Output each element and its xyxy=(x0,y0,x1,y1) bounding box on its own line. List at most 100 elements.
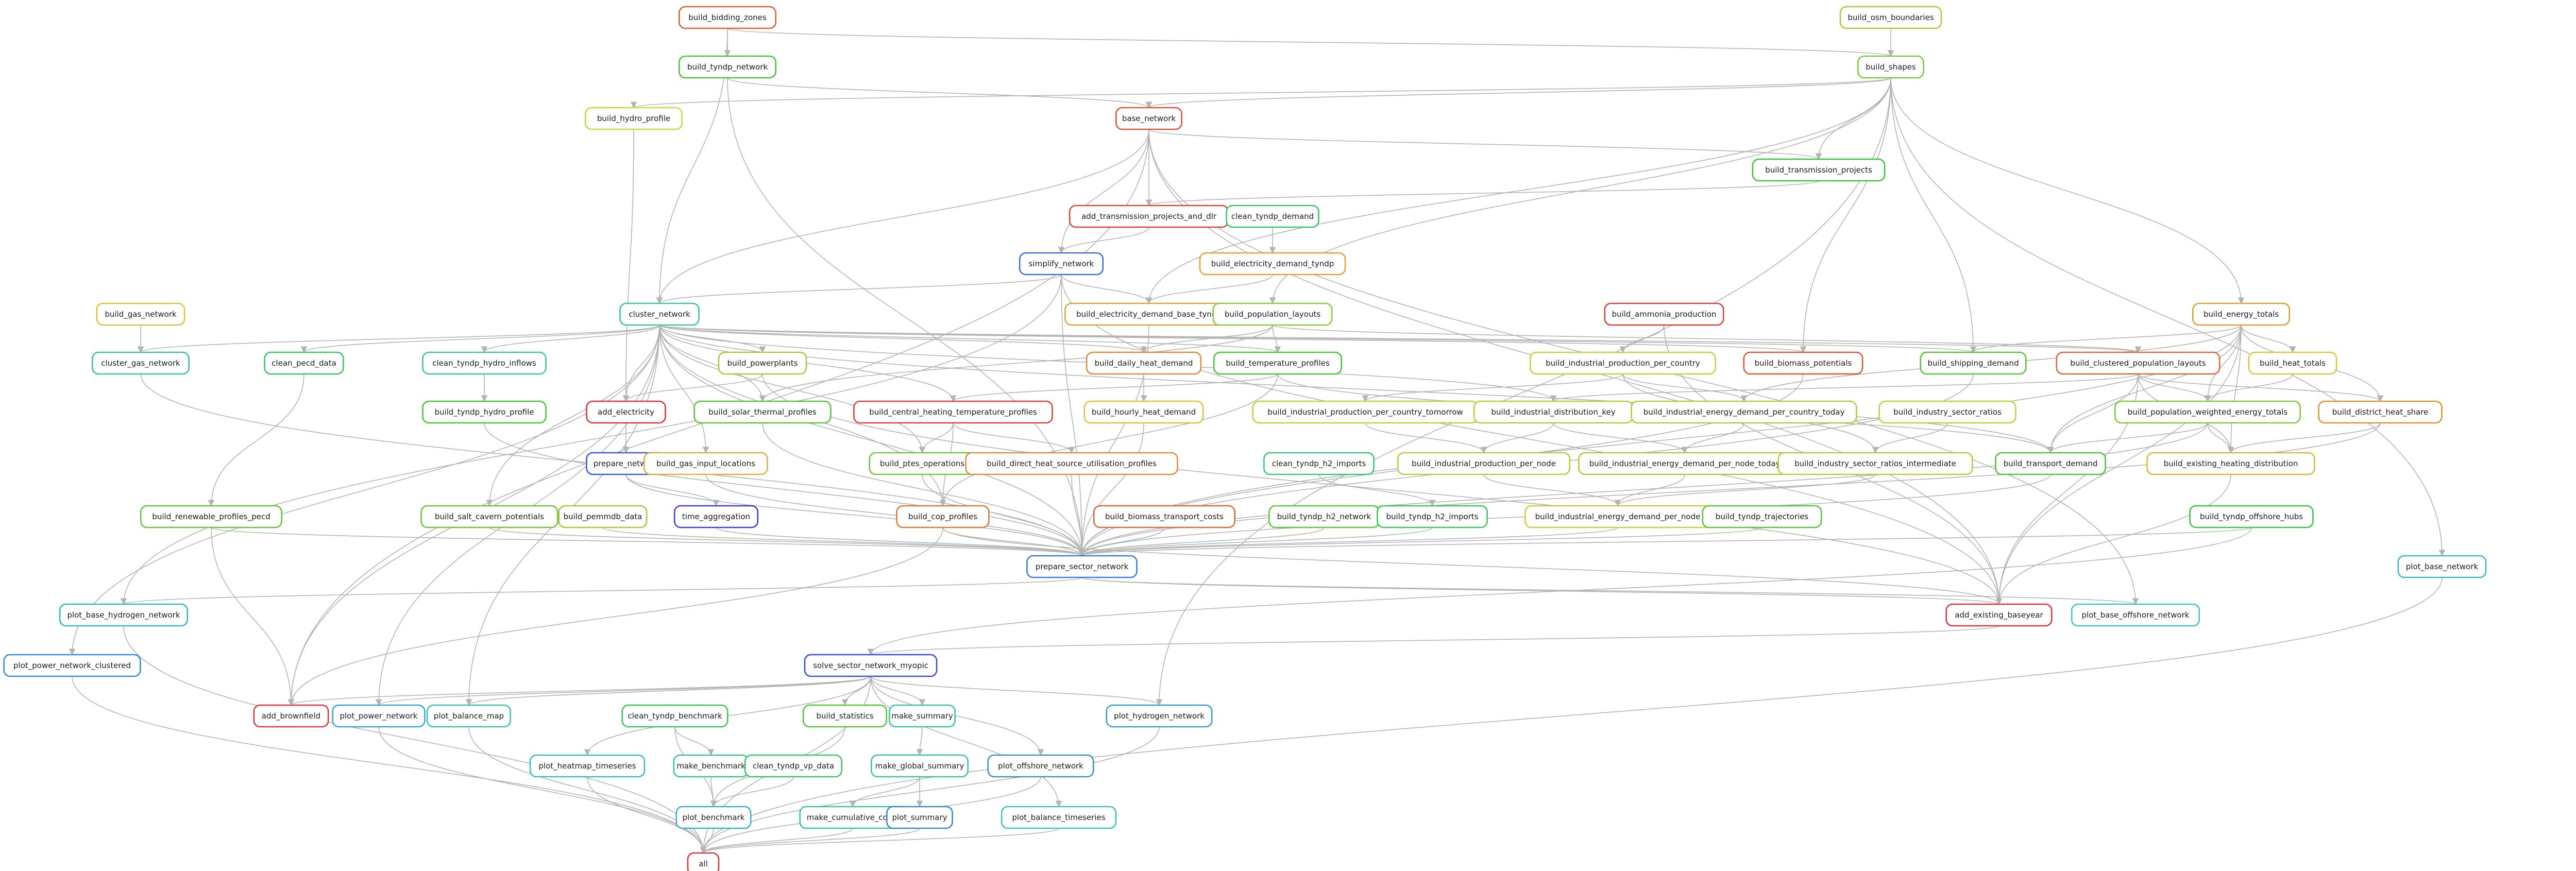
node-build-osm-boundaries: build_osm_boundaries xyxy=(1839,6,1942,29)
node-label: add_brownfield xyxy=(262,711,320,721)
edge-build-industrial-production-per-node-to-build-industrial-energy-demand-per-node xyxy=(1483,474,1621,507)
edge-prepare-sector-network-to-add-existing-baseyear xyxy=(1081,577,2002,605)
node-build-industrial-production-per-country: build_industrial_production_per_country xyxy=(1530,351,1717,375)
edge-plot-base-network-to-all xyxy=(700,577,2443,854)
node-box xyxy=(422,351,547,375)
node-box xyxy=(2056,351,2221,375)
node-label: plot_heatmap_timeseries xyxy=(538,761,636,771)
edge-build-shapes-to-build-electricity-demand-base-tyndp xyxy=(1145,77,1891,304)
node-box xyxy=(1199,252,1346,276)
edge-build-hourly-heat-demand-to-prepare-sector-network xyxy=(1078,422,1144,557)
node-box xyxy=(965,452,1178,475)
edge-build-industrial-distribution-key-to-build-industrial-production-per-node xyxy=(1480,422,1554,454)
node-label: all xyxy=(699,859,708,868)
node-box xyxy=(1226,204,1319,228)
edge-build-salt-cavern-potentials-to-prepare-sector-network xyxy=(489,527,1085,557)
node-label: build_biomass_transport_costs xyxy=(1105,512,1224,522)
edge-solve-sector-network-myopic-to-plot-balance-timeseries xyxy=(870,676,1062,808)
node-box xyxy=(1752,158,1886,182)
edge-solve-sector-network-myopic-to-plot-power-network xyxy=(375,676,871,706)
node-label: build_tyndp_offshore_hubs xyxy=(2200,512,2303,522)
node-box xyxy=(718,351,807,375)
node-label: build_hydro_profile xyxy=(597,114,670,124)
edge-build-energy-totals-to-build-shipping-demand xyxy=(1970,325,2242,353)
node-plot-power-network: plot_power_network xyxy=(332,704,426,728)
node-box xyxy=(2114,400,2301,424)
node-build-pemmdb-data: build_pemmdb_data xyxy=(558,505,648,528)
node-label: build_shapes xyxy=(1866,62,1916,72)
node-clean-tyndp-benchmark: clean_tyndp_benchmark xyxy=(621,704,728,728)
node-label: build_cop_profiles xyxy=(908,512,977,522)
edge-cluster-network-to-build-ptes-operations xyxy=(659,325,926,454)
node-box xyxy=(59,603,189,627)
node-box xyxy=(422,400,547,424)
node-box xyxy=(2192,302,2290,326)
node-make-global-summary: make_global_summary xyxy=(871,754,969,778)
node-label: build_industrial_energy_demand_per_count… xyxy=(1643,407,1845,417)
edge-cluster-network-to-build-temperature-profiles xyxy=(659,325,1281,353)
node-box xyxy=(871,754,969,778)
node-build-renewable-profiles-pecd: build_renewable_profiles_pecd xyxy=(140,505,282,528)
edge-solve-sector-network-myopic-to-add-brownfield xyxy=(288,676,871,706)
node-clean-pecd-data: clean_pecd_data xyxy=(264,351,344,375)
node-box xyxy=(643,452,768,475)
node-build-direct-heat-source-utilisation-profiles: build_direct_heat_source_utilisation_pro… xyxy=(965,452,1178,475)
node-label: plot_power_network xyxy=(340,711,417,721)
node-box xyxy=(1743,351,1863,375)
node-build-gas-network: build_gas_network xyxy=(96,302,185,326)
node-label: plot_balance_timeseries xyxy=(1012,813,1105,823)
node-label: build_ammonia_production xyxy=(1612,310,1717,319)
node-add-brownfield: add_brownfield xyxy=(253,704,329,728)
node-solve-sector-network-myopic: solve_sector_network_myopic xyxy=(804,654,938,677)
node-box xyxy=(853,400,1053,424)
edge-build-central-heating-temperature-profiles-to-build-direct-heat-source-utilisation-profiles xyxy=(953,422,1075,454)
edge-build-population-layouts-to-build-solar-thermal-profiles xyxy=(759,325,1273,402)
node-label: clean_tyndp_demand xyxy=(1231,212,1314,221)
edge-build-tyndp-h2-network-to-prepare-sector-network xyxy=(1078,527,1325,557)
node-box xyxy=(1106,704,1213,728)
node-box xyxy=(1083,400,1204,424)
node-label: clean_tyndp_benchmark xyxy=(628,711,722,721)
node-box xyxy=(1530,351,1717,375)
node-prepare-sector-network: prepare_sector_network xyxy=(1026,555,1138,578)
node-build-electricity-demand-base-tyndp: build_electricity_demand_base_tyndp xyxy=(1064,302,1233,326)
edge-build-shapes-to-base-network xyxy=(1146,77,1891,109)
node-label: build_gas_input_locations xyxy=(656,459,755,469)
edge-prepare-sector-network-to-plot-base-hydrogen-network xyxy=(121,577,1082,605)
edge-cluster-network-to-build-transport-demand xyxy=(659,325,2054,454)
node-label: build_gas_network xyxy=(105,310,177,319)
edge-build-tyndp-network-to-base-network xyxy=(727,77,1153,109)
node-label: add_existing_baseyear xyxy=(1955,610,2043,620)
edge-build-industrial-production-per-country-tomorrow-to-build-industrial-production-per-node xyxy=(1365,422,1487,454)
node-box xyxy=(1019,252,1104,276)
edge-layer xyxy=(69,28,2446,854)
node-box xyxy=(2071,603,2200,627)
edge-solve-sector-network-myopic-to-plot-offshore-network xyxy=(870,676,1044,756)
node-label: build_industry_sector_ratios_intermediat… xyxy=(1794,459,1956,469)
node-build-ammonia-production: build_ammonia_production xyxy=(1604,302,1724,326)
edge-build-shapes-to-build-hydro-profile xyxy=(631,77,1891,109)
node-build-shapes: build_shapes xyxy=(1857,55,1924,79)
edge-build-solar-thermal-profiles-to-prepare-sector-network xyxy=(762,422,1086,557)
node-label: build_population_layouts xyxy=(1225,310,1321,319)
edge-build-district-heat-share-to-prepare-sector-network xyxy=(1078,422,2381,557)
node-label: cluster_network xyxy=(629,310,690,319)
node-label: build_tyndp_h2_network xyxy=(1277,512,1371,522)
edge-build-shapes-to-build-energy-totals xyxy=(1890,77,2245,304)
edge-build-ptes-operations-to-prepare-sector-network xyxy=(922,474,1086,557)
node-label: make_benchmark xyxy=(676,761,745,771)
edge-make-summary-to-make-global-summary xyxy=(916,726,923,756)
node-build-population-layouts: build_population_layouts xyxy=(1212,302,1333,326)
node-box xyxy=(2397,555,2487,578)
node-label: build_industrial_production_per_country_… xyxy=(1267,407,1463,417)
node-plot-balance-timeseries: plot_balance_timeseries xyxy=(1001,806,1117,829)
node-label: build_tyndp_network xyxy=(687,62,768,72)
edge-build-ammonia-production-to-build-industrial-production-per-country xyxy=(1619,325,1665,353)
edge-build-powerplants-to-add-electricity xyxy=(622,373,763,402)
node-build-energy-totals: build_energy_totals xyxy=(2192,302,2290,326)
node-box xyxy=(1115,107,1182,130)
node-build-industrial-production-per-node: build_industrial_production_per_node xyxy=(1397,452,1571,475)
edge-build-clustered-population-layouts-to-build-transport-demand xyxy=(2047,373,2139,454)
node-box xyxy=(1777,452,1973,475)
edge-build-gas-input-locations-to-prepare-sector-network xyxy=(705,474,1086,557)
